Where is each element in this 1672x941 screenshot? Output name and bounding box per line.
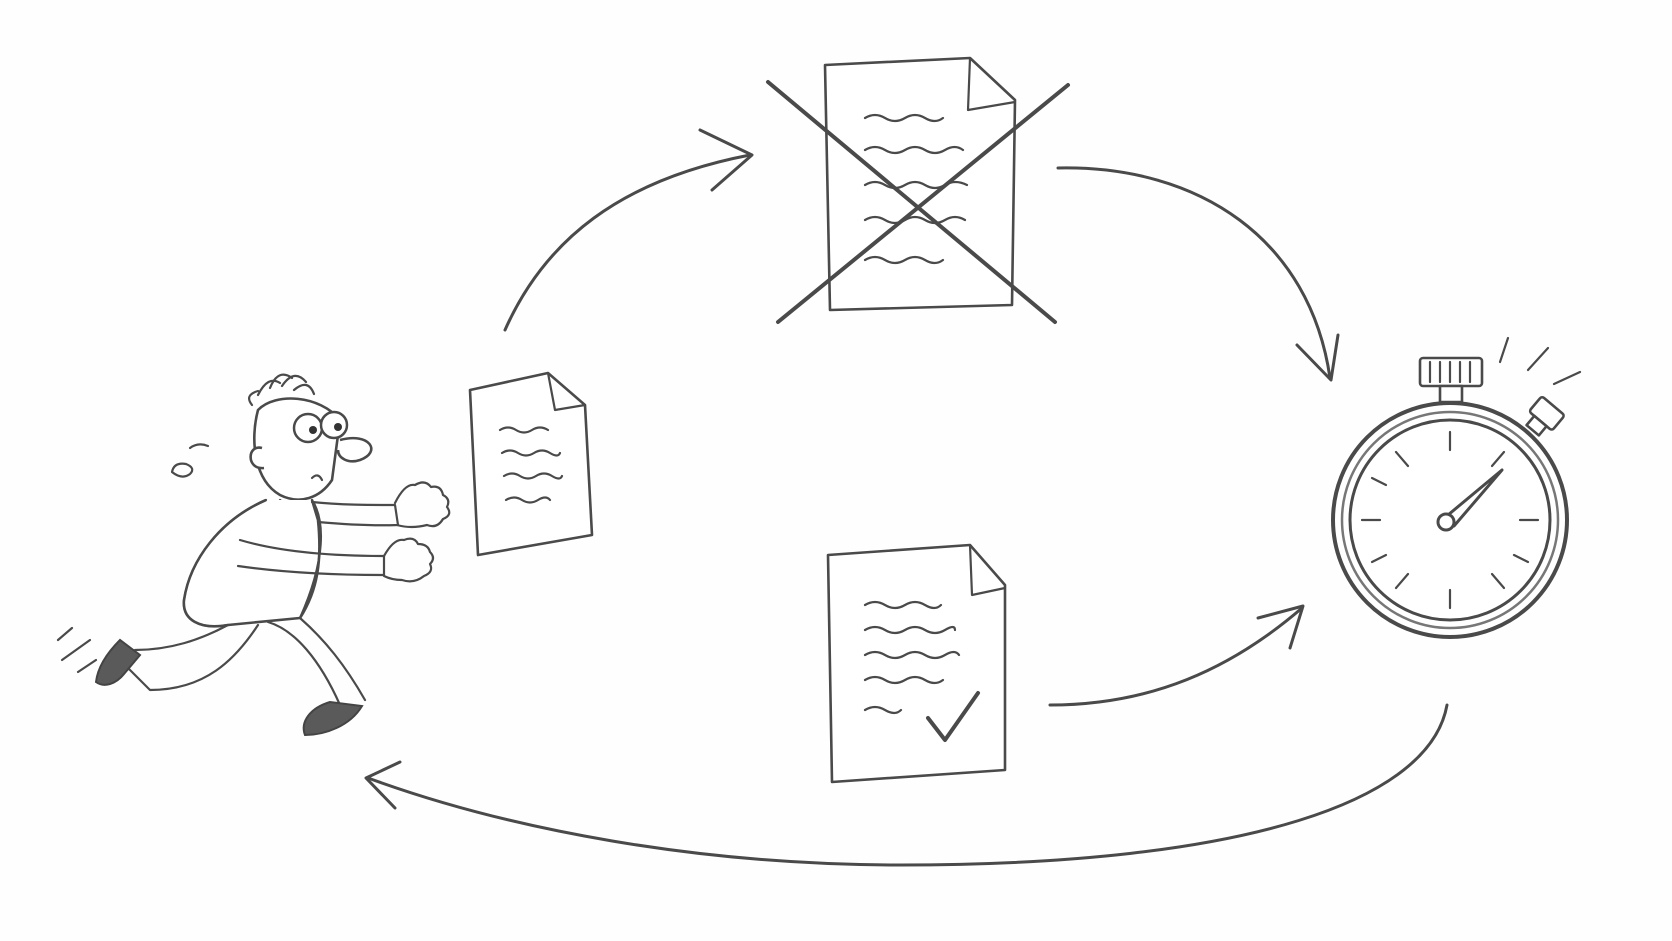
arrow-rejected-to-timer bbox=[1056, 166, 1340, 382]
running-man-icon bbox=[56, 373, 451, 737]
arrow-approved-to-timer bbox=[1048, 604, 1305, 707]
checked-document-icon bbox=[826, 543, 1007, 784]
checkmark-icon bbox=[926, 691, 980, 742]
stopwatch-icon bbox=[1331, 336, 1582, 639]
arrow-timer-to-person bbox=[364, 703, 1449, 867]
arrow-document-to-rejected bbox=[503, 128, 754, 332]
document-icon bbox=[468, 371, 594, 557]
crossed-out-document-icon bbox=[766, 56, 1070, 324]
